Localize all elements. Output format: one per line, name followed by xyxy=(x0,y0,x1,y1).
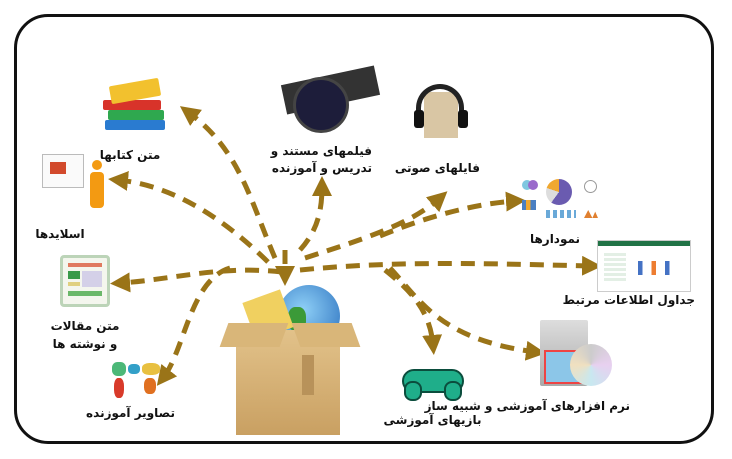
books-label: متن کتابها xyxy=(99,148,161,162)
software-label: نرم افزارهای آموزشی و شبیه ساز xyxy=(424,399,630,413)
charts-icon xyxy=(520,178,600,223)
arrow-to-software xyxy=(388,266,546,361)
arrow-to-tables xyxy=(299,255,602,276)
presentation-icon xyxy=(40,150,112,215)
films-label-line2: تدریس و آموزنده xyxy=(271,161,372,175)
headphones-icon xyxy=(410,80,470,140)
slides-label: اسلایدها xyxy=(35,227,85,241)
tables-label: جداول اطلاعات مرتبط xyxy=(562,293,695,307)
arrow-to-books xyxy=(179,106,278,259)
games-label: بازیهای آموزشی xyxy=(383,413,482,427)
diagram-frame xyxy=(14,14,714,444)
arrow-to-audio xyxy=(304,191,448,261)
images-label: تصاویر آموزنده xyxy=(86,406,175,420)
software-box-icon xyxy=(540,320,615,388)
articles-label-line2: و نوشته ها xyxy=(52,337,118,351)
arrow-to-games xyxy=(383,268,443,355)
arrow-to-slides xyxy=(108,171,270,264)
arrow-to-films xyxy=(298,176,332,252)
world-map-icon xyxy=(110,360,162,400)
arrow-to-charts xyxy=(379,191,526,239)
books-icon xyxy=(100,77,170,140)
resource-box-icon xyxy=(218,285,361,440)
film-reel-icon xyxy=(280,65,381,135)
arrow-to-images xyxy=(156,265,231,386)
films-label-line1: فیلمهای مستند و xyxy=(270,144,372,158)
charts-label: نمودارها xyxy=(529,232,581,246)
audio-label: فایلهای صوتی xyxy=(394,161,480,175)
spreadsheet-icon xyxy=(597,240,691,292)
gamepad-icon xyxy=(402,365,464,403)
articles-label-line1: متن مقالات xyxy=(50,319,120,333)
document-icon xyxy=(60,255,115,310)
arrow-to-articles xyxy=(110,267,283,293)
